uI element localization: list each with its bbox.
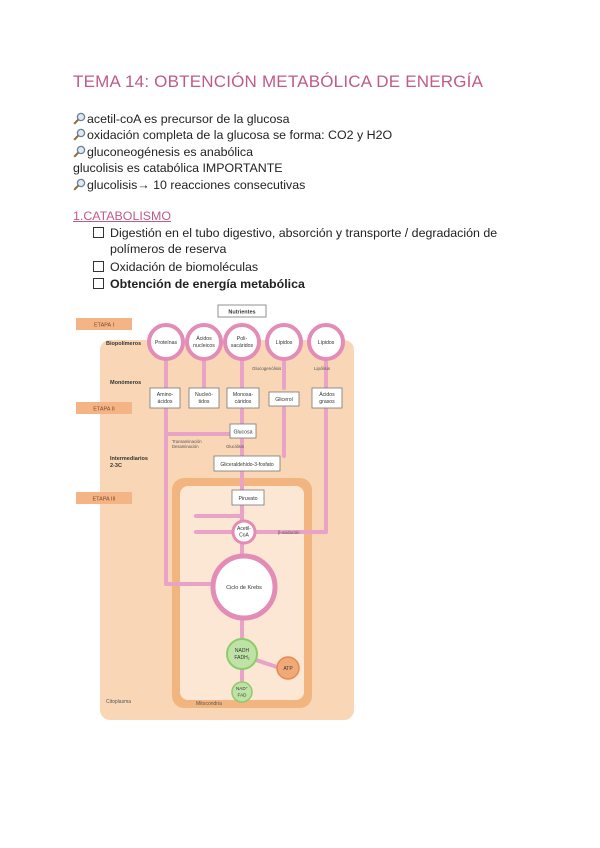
checklist-item: Obtención de energía metabólica [91,276,511,292]
nadh-label: FADH₂ [234,655,249,661]
section-heading: 1.CATABOLISMO [73,209,171,223]
nad-node [231,681,253,703]
glucose-label: Glucosa [233,430,252,436]
acetyl-coa-label: Acetil- [237,526,251,532]
monomer-label: Nucleó- [195,392,213,398]
note-item: gluconeogénesis es anabólica [73,144,392,160]
nutrients-label: Nutrientes [228,310,255,316]
mitochondrion-label: Mitocondria [196,701,222,707]
pathway-label: Glucólisis [226,444,244,449]
stage-label: ETAPA I [94,323,114,329]
magnifier-icon [73,112,86,125]
nutrients-box [217,304,267,318]
polymer-label: Lípidos [318,340,335,346]
magnifier-icon [73,128,86,141]
pyruvate-box [231,489,265,506]
biopolymers-label: Biopolímeros [106,341,141,347]
pathway-label: Transaminación [172,439,202,444]
stage-label: ETAPA III [92,497,115,503]
magnifier-icon [73,178,86,191]
glucose-box [229,423,257,439]
nad-label: NAD⁺ [236,686,249,691]
gliceraldehido-label: Gliceraldehído-3-fosfato [220,462,274,468]
checkbox-icon[interactable] [93,227,104,238]
polymer-label: Proteínas [155,340,178,346]
checkbox-icon[interactable] [93,278,104,290]
intermediates-label: 2-3C [110,463,122,469]
monomer-label: Monosa- [233,392,253,398]
atp-label: ATP [283,666,293,672]
polymer-node [147,323,185,361]
monomer-box [311,387,343,409]
checklist-item: Digestión en el tubo digestivo, absorció… [91,225,511,258]
krebs-cycle-node [210,553,278,621]
monomer-label: cáridos [235,399,252,405]
stage-band [76,318,132,330]
note-item: acetil-coA es precursor de la glucosa [73,111,392,127]
monomer-box [226,387,260,409]
note-item: glucolisis es catabólica IMPORTANTE [73,161,283,176]
polymer-label: sacáridos [231,343,254,349]
checklist-item: Oxidación de biomoléculas [91,259,511,275]
stage-band [76,492,132,504]
polymer-label: Poli- [237,336,248,342]
monomer-label: Glicerol [275,397,293,403]
monomer-label: tidos [199,399,210,405]
polymer-label: Ácidos [196,335,212,342]
nadh-label: NADH [235,648,250,654]
pathway-label: Glucogenólisis [252,366,282,371]
gliceraldehido-box [213,455,281,472]
krebs-cycle-label: Ciclo de Krebs [226,585,262,591]
page-title: TEMA 14: OBTENCIÓN METABÓLICA DE ENERGÍA [73,72,484,91]
acetyl-coa-node [231,519,257,545]
monomer-box [188,387,220,409]
pathway-label: β-oxidación [278,530,300,535]
monomers-label: Monómeros [110,380,141,386]
monomer-label: Ácidos [319,391,335,398]
monomer-label: grasos [319,399,335,405]
cytoplasm-label: Citoplasma [106,699,131,705]
intermediates-label: Intermediarios [110,456,148,462]
notes-list: acetil-coA es precursor de la glucosa ox… [73,111,392,193]
polymer-label: nucleicos [193,343,215,349]
monomer-box [149,387,181,409]
pathway-label: Desaminación [172,444,199,449]
checkbox-icon[interactable] [93,260,104,272]
monomer-label: ácidos [158,399,173,405]
magnifier-icon [73,145,86,158]
metabolism-diagram: ETAPA I ETAPA II ETAPA III Biopolímeros … [76,296,356,727]
note-item: glucolisis→ 10 reacciones consecutivas [73,177,392,193]
polymer-label: Lípidos [276,340,293,346]
monomer-box [268,391,300,407]
polymer-node [307,323,345,361]
nadh-node [226,638,258,670]
nad-label: FAD [238,693,248,698]
monomer-label: Amino- [157,392,174,398]
checklist: Digestión en el tubo digestivo, absorció… [91,225,511,294]
polymer-node [223,323,261,361]
pyruvate-label: Piruvato [238,496,257,502]
polymer-node [185,323,223,361]
pathway-label: Lipólisis [314,366,331,371]
stage-label: ETAPA II [93,407,115,413]
acetyl-coa-label: CoA [239,533,249,539]
polymer-node [265,323,303,361]
note-item: oxidación completa de la glucosa se form… [73,127,392,143]
atp-node [276,656,300,680]
stage-band [76,402,132,414]
